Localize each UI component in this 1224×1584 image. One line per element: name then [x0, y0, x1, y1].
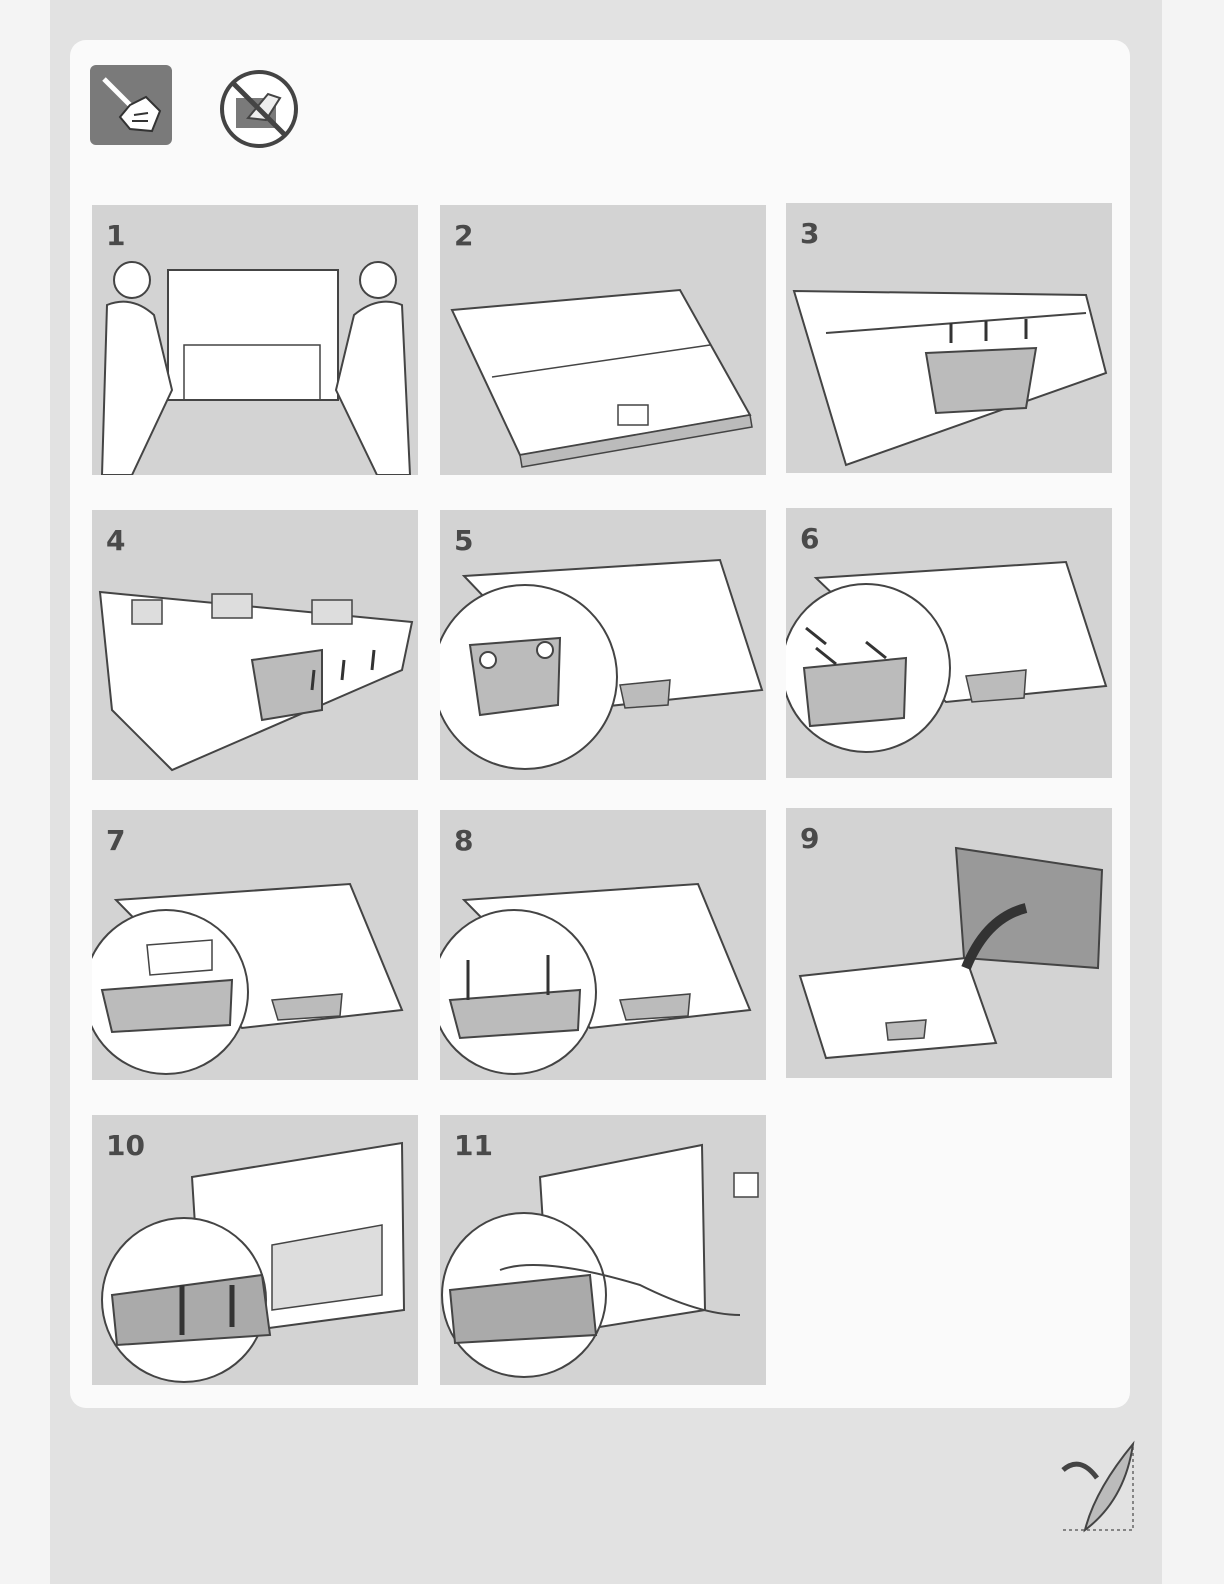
step-number: 1 — [106, 219, 125, 252]
step-panel-2: 2 — [440, 205, 766, 475]
step-number: 11 — [454, 1129, 493, 1162]
step-number: 9 — [800, 822, 819, 855]
step-number: 5 — [454, 524, 473, 557]
step-number: 2 — [454, 219, 473, 252]
step-number: 3 — [800, 217, 819, 250]
step-panel-7: 7 — [92, 810, 418, 1080]
step-panel-5: 5 — [440, 510, 766, 780]
step-number: 8 — [454, 824, 473, 857]
step-panel-1: 1 — [92, 205, 418, 475]
no-hand-on-screen-icon — [218, 68, 300, 150]
step-panel-10: 10 — [92, 1115, 418, 1385]
step-panel-3: 3 — [786, 203, 1112, 473]
step-panel-9: 9 — [786, 808, 1112, 1078]
step-number: 6 — [800, 522, 819, 555]
step-number: 4 — [106, 524, 125, 557]
step-number: 7 — [106, 824, 125, 857]
step-panel-8: 8 — [440, 810, 766, 1080]
step-panel-4: 4 — [92, 510, 418, 780]
step-panel-11: 11 — [440, 1115, 766, 1385]
page-turn-icon — [1055, 1440, 1137, 1534]
screwdriver-icon — [90, 65, 172, 145]
step-number: 10 — [106, 1129, 145, 1162]
step-panel-6: 6 — [786, 508, 1112, 778]
